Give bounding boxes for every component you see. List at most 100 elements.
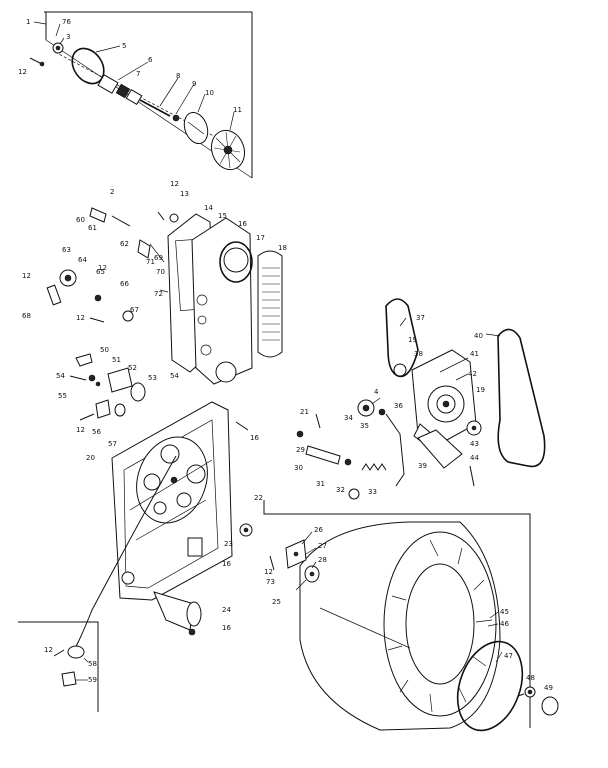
label-56: 56	[92, 428, 101, 436]
part-59-terminal	[61, 671, 77, 687]
label-15: 15	[218, 212, 227, 220]
label-47: 47	[504, 652, 513, 660]
label-34: 34	[344, 414, 353, 422]
label-61: 61	[88, 224, 97, 232]
label-54: 54	[56, 372, 65, 380]
duct-assembly: 12 13 14 15 16 17 18 2 60 61 62 63 64 69…	[22, 180, 287, 385]
switch-assembly: 50 51 52 53 54 55 56 57 12	[56, 346, 157, 448]
label-55: 55	[58, 392, 67, 400]
label-26: 26	[314, 526, 323, 534]
part-15-duct	[191, 217, 253, 385]
label-32: 32	[336, 486, 345, 494]
label-68: 68	[22, 312, 31, 320]
label-12-f: 12	[76, 426, 85, 434]
label-30: 30	[294, 464, 303, 472]
label-9: 9	[192, 80, 196, 88]
label-43: 43	[470, 440, 479, 448]
label-71: 71	[146, 258, 155, 266]
label-33: 33	[368, 488, 377, 496]
label-16-a: 16	[238, 220, 247, 228]
label-23: 23	[224, 540, 233, 548]
part-39-bracket	[417, 429, 463, 469]
label-13: 13	[180, 190, 189, 198]
label-76: 76	[62, 18, 71, 26]
label-53: 53	[148, 374, 157, 382]
label-18: 18	[278, 244, 287, 252]
label-42: 42	[468, 370, 477, 378]
label-12-drum: 12	[264, 568, 273, 576]
label-63: 63	[62, 246, 71, 254]
label-12-g: 12	[44, 646, 53, 654]
label-57: 57	[108, 440, 117, 448]
label-5: 5	[122, 42, 126, 50]
label-22: 22	[254, 494, 263, 502]
label-60: 60	[76, 216, 85, 224]
label-39: 39	[418, 462, 427, 470]
label-12-e: 12	[76, 314, 85, 322]
part-68-fuse	[46, 284, 62, 306]
label-10: 10	[205, 89, 214, 97]
label-73: 73	[266, 578, 275, 586]
part-20-bulkhead: 20 16 23 16 24 16	[73, 401, 259, 651]
part-5-ring	[71, 47, 105, 85]
part-16-bracket	[187, 537, 203, 557]
label-6: 6	[148, 56, 153, 64]
part-40-belt	[497, 328, 546, 468]
label-45: 45	[500, 608, 509, 616]
label-44: 44	[470, 454, 479, 462]
label-46: 46	[500, 620, 509, 628]
bottom-left-inset: 12 58 59	[18, 621, 99, 712]
label-19-a: 19	[408, 336, 417, 344]
label-16-c: 16	[222, 560, 231, 568]
part-60-bracket	[89, 207, 107, 223]
part-11-impeller	[210, 129, 246, 171]
part-49-roller	[541, 696, 559, 716]
label-1: 1	[26, 18, 30, 26]
label-67: 67	[130, 306, 139, 314]
part-32-spring	[361, 463, 387, 471]
label-12-b: 12	[170, 180, 179, 188]
part-30-axle	[305, 445, 341, 465]
label-25: 25	[272, 598, 281, 606]
label-17: 17	[256, 234, 265, 242]
label-12-top: 12	[18, 68, 27, 76]
label-21: 21	[300, 408, 309, 416]
label-66: 66	[120, 280, 129, 288]
top-inset-assembly: 1 76 3 5 6 7 8 9 10 11 12	[18, 11, 253, 179]
part-56-sensor	[95, 399, 111, 419]
label-24: 24	[222, 606, 231, 614]
part-9-washer	[172, 114, 180, 122]
label-51: 51	[112, 356, 121, 364]
label-35: 35	[360, 422, 369, 430]
part-18-lint-screen	[257, 250, 283, 358]
label-59: 59	[88, 676, 97, 684]
label-11: 11	[233, 106, 242, 114]
label-48: 48	[526, 674, 535, 682]
label-28: 28	[318, 556, 327, 564]
part-33-nut	[348, 488, 360, 500]
label-19-b: 19	[476, 386, 485, 394]
label-52: 52	[128, 364, 137, 372]
label-8: 8	[176, 72, 180, 80]
label-72: 72	[154, 290, 163, 298]
label-65: 65	[96, 268, 105, 276]
label-14: 14	[204, 204, 213, 212]
label-50: 50	[100, 346, 109, 354]
label-36: 36	[394, 402, 403, 410]
part-36-arm	[385, 413, 405, 487]
drum-assembly: 22 26 27 28 73 25 12 45 46 47 48 49	[254, 494, 559, 732]
part-13-clip	[169, 213, 179, 223]
motor-belt-assembly: 37 40 19 38 41 42 19 4 36 34 35 21 29 30…	[294, 298, 546, 500]
part-58-cap	[67, 645, 85, 659]
label-58: 58	[88, 660, 97, 668]
part-6-hub	[97, 74, 143, 106]
part-24-cone	[153, 591, 202, 636]
label-31: 31	[316, 480, 325, 488]
label-62: 62	[120, 240, 129, 248]
label-40: 40	[474, 332, 483, 340]
label-64: 64	[78, 256, 87, 264]
label-16-d: 16	[222, 624, 231, 632]
label-2: 2	[110, 188, 114, 196]
label-70: 70	[156, 268, 165, 276]
